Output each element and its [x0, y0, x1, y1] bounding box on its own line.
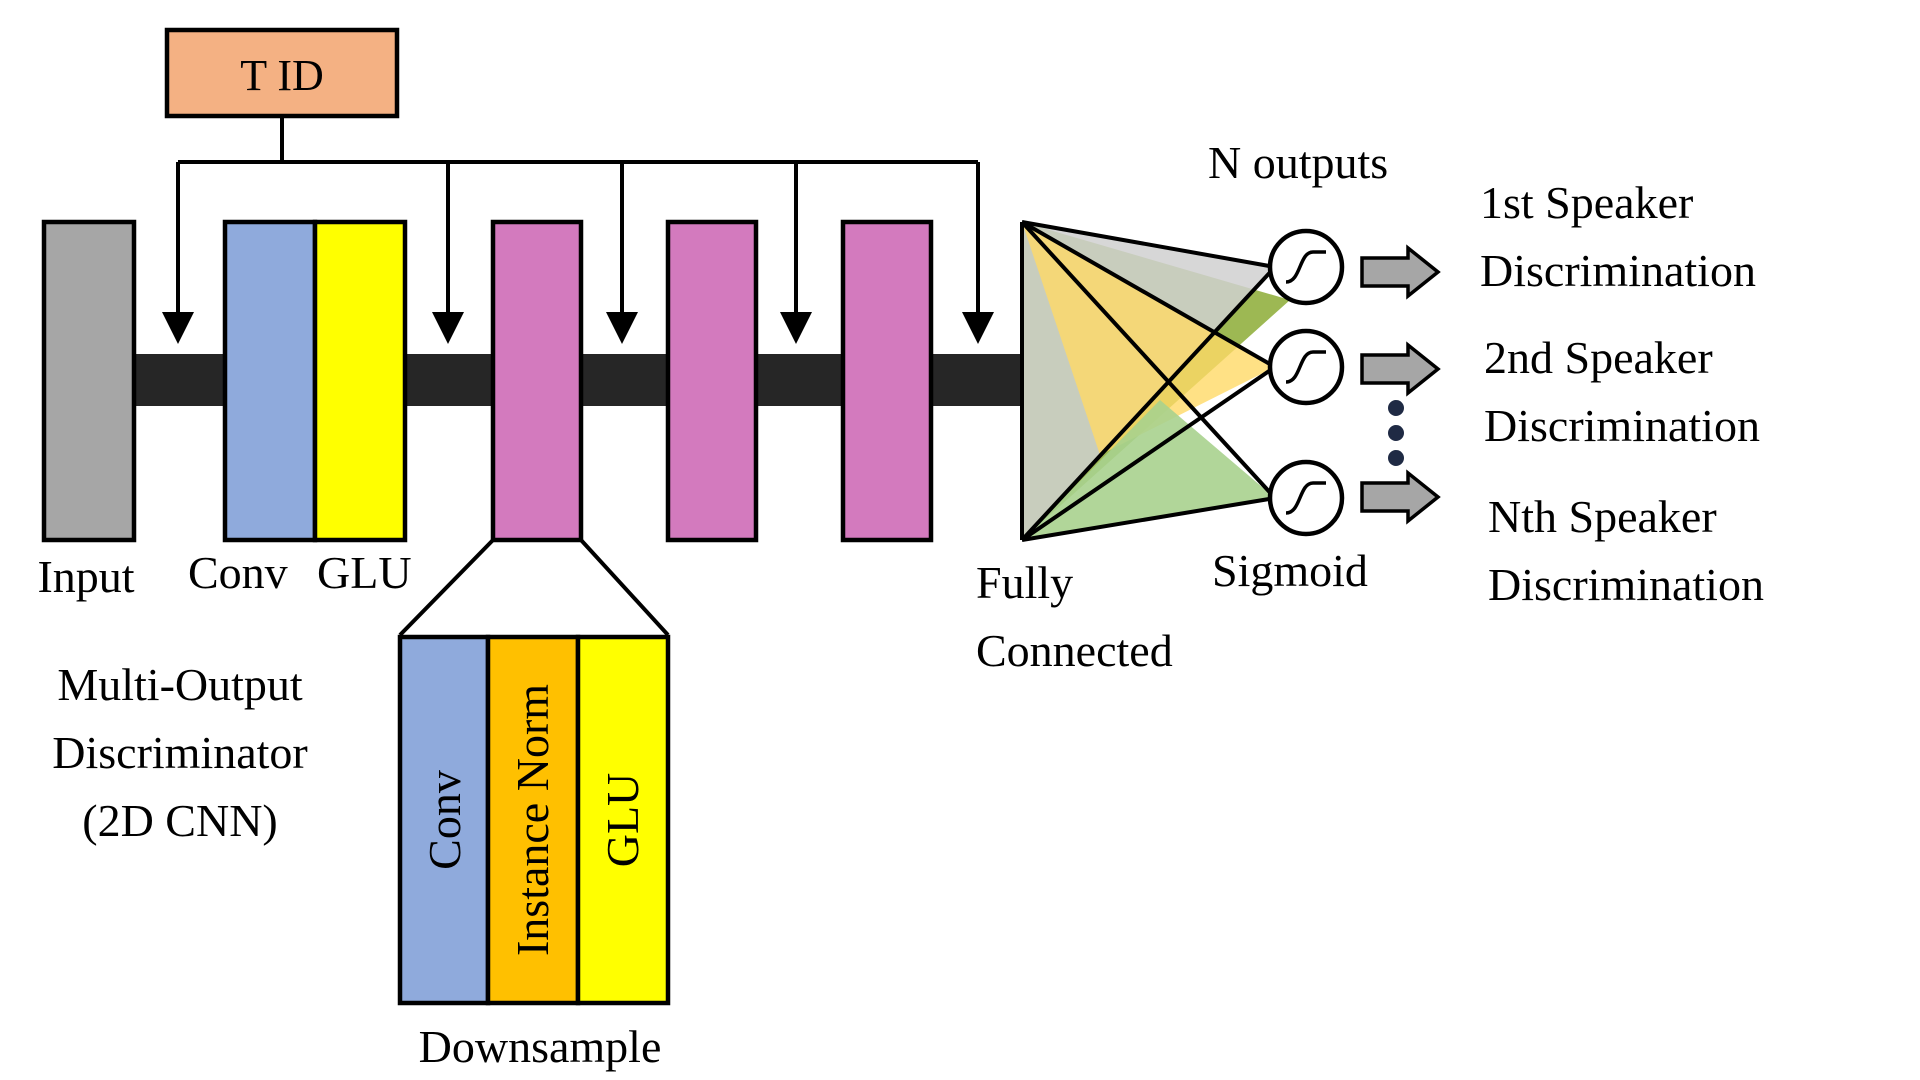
right-arrow-icon — [1360, 244, 1441, 300]
fully-connected-label-line-2: Connected — [976, 625, 1173, 676]
sigmoid-label: Sigmoid — [1212, 545, 1368, 596]
tid-conditioning-lines — [162, 116, 994, 344]
sigmoid-icon — [1285, 350, 1326, 384]
output-1-line-2: Discrimination — [1480, 245, 1756, 296]
downsample-block-1 — [490, 219, 584, 543]
tid-label: T ID — [240, 51, 324, 100]
output-1-line-1: 1st Speaker — [1480, 177, 1693, 228]
downsample-block-3 — [840, 219, 934, 543]
sigmoid-icon — [1285, 250, 1326, 284]
downsample-block-2 — [665, 219, 759, 543]
ellipsis-dots — [1388, 400, 1404, 466]
glu-label: GLU — [317, 547, 412, 598]
right-arrow-icon — [1360, 341, 1441, 397]
detail-conv-label: Conv — [419, 770, 470, 870]
detail-instance-norm-label: Instance Norm — [507, 684, 558, 956]
detail-conv-block — [397, 634, 491, 1006]
tid-box — [164, 27, 400, 119]
expansion-line-right — [579, 538, 670, 637]
output-2-line-2: Discrimination — [1484, 400, 1760, 451]
conv-block — [222, 219, 318, 543]
output-3-line-1: Nth Speaker — [1488, 491, 1717, 542]
sigmoid-node-1 — [1267, 228, 1345, 306]
expansion-line-left — [398, 538, 495, 637]
detail-instance-norm-block — [485, 634, 581, 1006]
fully-connected-label-line-1: Fully — [976, 557, 1073, 608]
model-name-line-3: (2D CNN) — [82, 795, 277, 846]
downsample-label: Downsample — [419, 1021, 662, 1072]
fully-connected-layer — [1020, 220, 1290, 542]
output-3-line-2: Discrimination — [1488, 559, 1764, 610]
sigmoid-icon — [1285, 481, 1326, 515]
sigmoid-node-2 — [1267, 328, 1345, 406]
model-name-line-1: Multi-Output — [57, 659, 303, 710]
input-label: Input — [37, 551, 134, 602]
n-outputs-label: N outputs — [1208, 137, 1388, 188]
detail-glu-block — [575, 634, 671, 1006]
glu-block — [312, 219, 408, 543]
model-name-line-2: Discriminator — [52, 727, 308, 778]
sigmoid-node-3 — [1267, 459, 1345, 537]
detail-glu-label: GLU — [597, 773, 648, 868]
right-arrow-icon — [1360, 469, 1441, 525]
input-block — [41, 219, 137, 543]
downsample-detail: Conv Instance Norm GLU — [397, 634, 671, 1006]
output-2-line-1: 2nd Speaker — [1484, 332, 1713, 383]
conv-label: Conv — [188, 547, 288, 598]
